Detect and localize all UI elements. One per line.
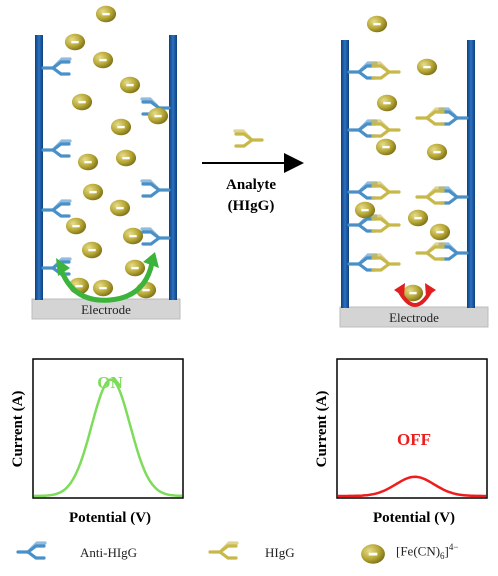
left-antibody-group: [41, 57, 171, 276]
fe-cn-probe-3: [119, 76, 141, 94]
legend-higg-label: HIgG: [265, 545, 295, 560]
higg-r-r2: [415, 242, 446, 261]
fe-cn-probe-r0: [366, 15, 388, 33]
plot-off: OFF Current (A) Potential (V): [314, 358, 488, 526]
fe-cn-probe-5: [110, 118, 132, 136]
right-electrode-label: Electrode: [389, 310, 439, 325]
fe-cn-probe-r4: [426, 143, 448, 161]
plot-on-ylabel: Current (A): [10, 391, 26, 468]
fe-cn-probe-1: [64, 33, 86, 51]
fe-cn-probe-4: [71, 93, 93, 111]
fe-cn-probe-r5: [354, 201, 376, 219]
fe-cn-probe-icon: [361, 544, 385, 564]
left-wall-right: [169, 35, 177, 300]
fe-cn-probe-11: [65, 217, 87, 235]
plot-off-ylabel: Current (A): [314, 391, 330, 468]
higg-r-l2: [370, 181, 401, 200]
red-arrow-head: [394, 283, 405, 297]
fe-cn-probe-13: [81, 241, 103, 259]
right-wall-right: [467, 40, 475, 308]
legend-fecn-label: [Fe(CN)6]4−: [396, 542, 459, 561]
fe-cn-probe-8: [115, 149, 137, 167]
higg-r-r1: [415, 186, 446, 205]
anti-higg-5: [140, 179, 171, 198]
anti-higg-6: [140, 227, 171, 246]
legend-anti-y: [16, 541, 47, 560]
arrow-higg-y: [233, 129, 264, 148]
fe-cn-probe-r2: [376, 94, 398, 112]
arrow-label-line1: Analyte: [226, 177, 276, 193]
green-arrow-head: [143, 252, 159, 268]
arrow-label-line2: (HIgG): [228, 198, 275, 214]
fe-cn-probe-12: [122, 227, 144, 245]
fe-cn-probe-2: [92, 51, 114, 69]
higg-r-l1: [370, 119, 401, 138]
anti-higg-2: [41, 199, 72, 218]
fe-cn-probe-6: [147, 107, 169, 125]
legend-higg-y: [208, 541, 239, 560]
plot-on-xlabel: Potential (V): [69, 510, 151, 526]
plot-off-xlabel: Potential (V): [373, 510, 455, 526]
fe-cn-probe-0: [95, 5, 117, 23]
green-cycle-arrow: [59, 262, 155, 303]
left-electrode-label: Electrode: [81, 302, 131, 317]
fe-cn-probe-16: [124, 259, 146, 277]
plot-off-frame: [336, 358, 488, 499]
plot-off-state-label: OFF: [397, 430, 431, 449]
higg-r-l4: [370, 253, 401, 272]
plot-on-curve: [33, 378, 183, 498]
analyte-arrow: Analyte (HIgG): [202, 129, 304, 214]
right-wall-left: [341, 40, 349, 308]
fe-cn-probe-7: [77, 153, 99, 171]
left-wall-left: [35, 35, 43, 300]
higg-icon: [233, 129, 264, 148]
fe-cn-probe-r6: [407, 209, 429, 227]
plot-on-state-label: ON: [97, 373, 123, 392]
left-sensor: Electrode: [31, 5, 181, 320]
red-arrow-head-2: [425, 283, 436, 297]
anti-higg-icon: [16, 541, 47, 560]
fe-cn-probe-9: [82, 183, 104, 201]
higg-r-l0: [370, 61, 401, 80]
green-arrow-tail: [56, 258, 70, 276]
plot-off-curve: [338, 475, 486, 498]
higg-r-r0: [415, 107, 446, 126]
higg-r-l3: [370, 214, 401, 233]
fe-cn-probe-15: [92, 279, 114, 297]
fe-cn-probe-r1: [416, 58, 438, 76]
right-antibody-group: [347, 61, 469, 272]
fe-cn-probe-10: [109, 199, 131, 217]
right-electrode: [339, 306, 489, 328]
fe-cn-probe-r3: [375, 138, 397, 156]
legend-anti-higg-label: Anti-HIgG: [80, 545, 138, 560]
fe-cn-probe-r7: [429, 223, 451, 241]
anti-higg-1: [41, 139, 72, 158]
plot-on: ON Current (A) Potential (V): [10, 358, 184, 526]
anti-higg-0: [41, 57, 72, 76]
higg-icon: [208, 541, 239, 560]
right-sensor: Electrode: [339, 15, 489, 328]
